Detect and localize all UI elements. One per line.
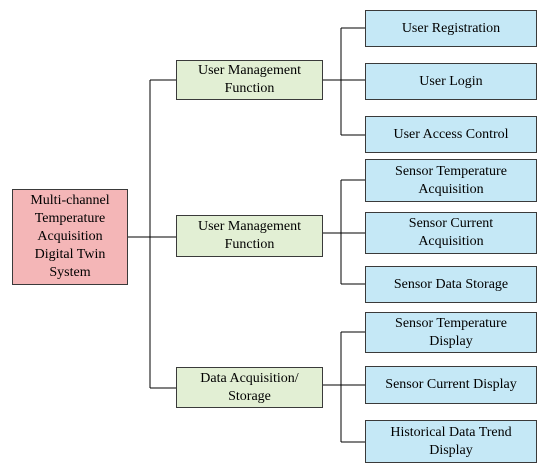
leaf-sensor-temperature-display: Sensor Temperature Display (365, 312, 537, 353)
root-node: Multi-channel Temperature Acquisition Di… (12, 189, 128, 285)
branch-node-user-management-1: User Management Function (176, 60, 323, 100)
leaf-sensor-data-storage: Sensor Data Storage (365, 266, 537, 303)
branch-node-data-acquisition: Data Acquisition/ Storage (176, 367, 323, 408)
leaf-user-access-control: User Access Control (365, 116, 537, 153)
branch-node-user-management-2: User Management Function (176, 215, 323, 257)
leaf-historical-data-trend-display: Historical Data Trend Display (365, 420, 537, 463)
leaf-sensor-current-display: Sensor Current Display (365, 366, 537, 404)
leaf-sensor-current-acquisition: Sensor Current Acquisition (365, 212, 537, 254)
leaf-user-registration: User Registration (365, 10, 537, 47)
leaf-sensor-temperature-acquisition: Sensor Temperature Acquisition (365, 159, 537, 202)
leaf-user-login: User Login (365, 63, 537, 100)
